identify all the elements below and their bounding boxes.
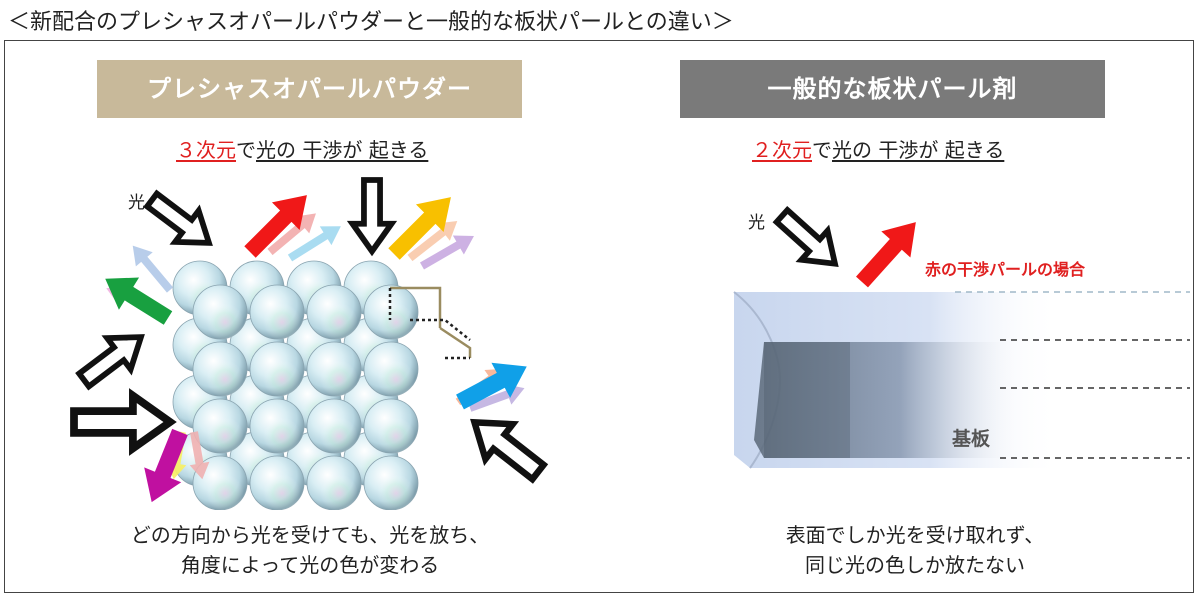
- right-subtitle-red: ２次元: [752, 138, 812, 162]
- right-subtitle: ２次元で光の 干渉が 起きる: [752, 134, 1004, 163]
- sphere-sheen: [373, 297, 415, 339]
- right-caption: 表面でしか光を受け取れず、 同じ光の色しか放たない: [720, 520, 1110, 580]
- arrow-icon: [407, 221, 458, 262]
- arrow-icon: [470, 418, 549, 484]
- sphere-sheen: [202, 297, 244, 339]
- incoming-light-arrows: [70, 177, 549, 484]
- light-label-right: 光: [748, 213, 765, 233]
- dotted-unit-cell: [388, 286, 472, 360]
- diagram-frame: [4, 40, 1194, 593]
- plate-body: [733, 291, 1060, 469]
- arrow-icon: [772, 205, 839, 268]
- sphere-sheen: [202, 468, 244, 510]
- sphere-lattice-illustration: [70, 177, 549, 510]
- light-label-left: 光: [128, 193, 145, 213]
- left-subtitle-red: ３次元: [176, 138, 236, 162]
- sphere-sheen: [259, 297, 301, 339]
- reflected-light-arrows: [105, 195, 527, 503]
- arrow-icon: [244, 195, 307, 258]
- red-pearl-label: 赤の干渉パールの場合: [925, 260, 1086, 279]
- arrow-icon: [420, 235, 474, 270]
- sphere-sheen: [316, 354, 358, 396]
- arrow-icon: [144, 428, 188, 503]
- sphere-sheen: [373, 354, 415, 396]
- left-subtitle-rest: 光の 干渉が 起きる: [256, 138, 429, 162]
- left-caption-line2: 角度によって光の色が変わる: [180, 553, 440, 577]
- arrow-icon: [132, 245, 174, 293]
- plate-pearl-illustration: [733, 205, 1190, 469]
- sphere-sheen: [316, 411, 358, 453]
- sphere-sheen: [259, 468, 301, 510]
- right-caption-line1: 表面でしか光を受け取れず、: [785, 523, 1045, 547]
- sphere-sheen: [202, 411, 244, 453]
- sphere-sheen: [316, 468, 358, 510]
- substrate-label: 基板: [952, 428, 991, 450]
- sphere-sheen: [316, 297, 358, 339]
- sphere-group: [172, 260, 419, 510]
- arrow-icon: [189, 431, 210, 480]
- sphere-sheen: [259, 411, 301, 453]
- arrow-icon: [267, 213, 316, 256]
- arrow-icon: [105, 277, 173, 325]
- arrow-icon: [856, 222, 916, 288]
- dashed-plate-lines: [955, 291, 1190, 459]
- sphere-sheen: [373, 468, 415, 510]
- arrow-icon: [456, 362, 527, 410]
- arrow-icon: [287, 226, 341, 262]
- left-header: プレシャスオパールパウダー: [97, 60, 522, 118]
- sphere-sheen: [373, 411, 415, 453]
- page-title: ＜新配合のプレシャスオパールパウダーと一般的な板状パールとの違い＞: [8, 10, 734, 35]
- arrow-icon: [75, 334, 145, 391]
- left-caption-line1: どの方向から光を受けても、光を放ち、: [130, 523, 490, 547]
- left-subtitle-de: で: [236, 138, 256, 162]
- left-caption: どの方向から光を受けても、光を放ち、 角度によって光の色が変わる: [90, 520, 530, 580]
- right-header: 一般的な板状パール剤: [680, 60, 1105, 118]
- sphere-sheen: [202, 354, 244, 396]
- right-subtitle-de: で: [812, 138, 832, 162]
- arrow-icon: [143, 189, 213, 246]
- arrow-icon: [346, 177, 398, 257]
- arrow-icon: [388, 197, 451, 260]
- arrow-icon: [70, 388, 177, 456]
- right-subtitle-rest: 光の 干渉が 起きる: [832, 138, 1005, 162]
- sphere-sheen: [259, 354, 301, 396]
- left-subtitle: ３次元で光の 干渉が 起きる: [176, 134, 428, 163]
- right-caption-line2: 同じ光の色しか放たない: [805, 553, 1025, 577]
